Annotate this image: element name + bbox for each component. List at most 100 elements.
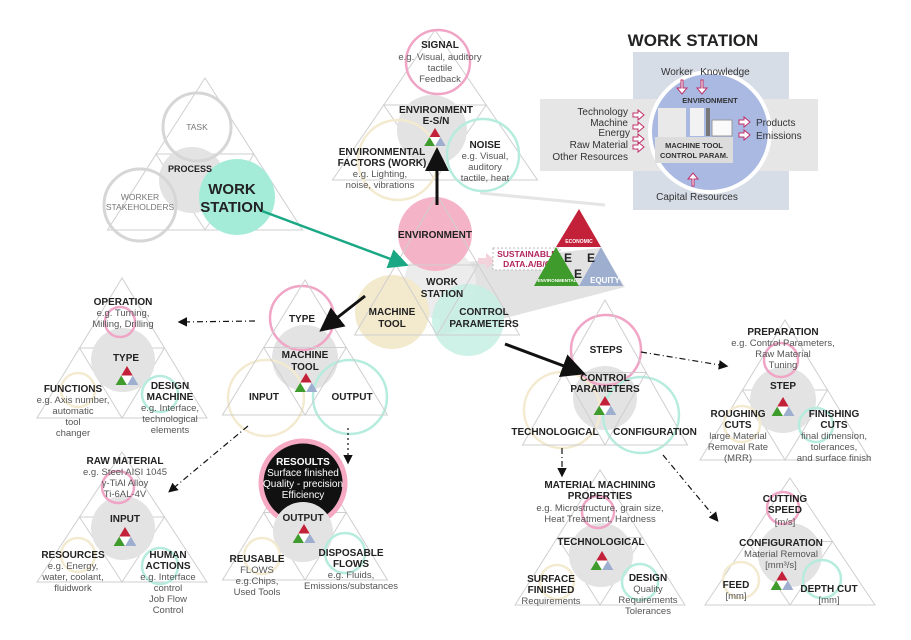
reusable-label: REUSABLE bbox=[229, 554, 284, 565]
control-panel-icon bbox=[690, 108, 704, 136]
arrow-right-icons bbox=[632, 108, 645, 154]
environmental-segment bbox=[534, 247, 579, 286]
resources-desc: fluidwork bbox=[54, 583, 92, 594]
roughing-cuts-label: CUTS bbox=[724, 420, 752, 431]
inset-input-machine: Machine bbox=[590, 118, 628, 129]
arrow-to-type bbox=[177, 317, 256, 327]
process-module: TASK PROCESS WORKER STAKEHOLDERS WORK ST… bbox=[102, 77, 304, 243]
economic-label: ECONOMIC bbox=[565, 239, 593, 245]
surface-finished-desc: Requirements bbox=[521, 596, 580, 607]
results-desc: Efficiency bbox=[282, 490, 325, 501]
technological-center-label: TECHNOLOGICAL bbox=[557, 537, 644, 548]
equity-segment bbox=[579, 247, 623, 286]
human-actions-label: ACTIONS bbox=[146, 561, 191, 572]
arrow-core-to-machine-tool bbox=[319, 294, 366, 332]
raw-material-desc: γ-TiAl Alloy bbox=[102, 478, 149, 489]
configuration-unit: [mm³/s] bbox=[765, 560, 797, 571]
arrow-down-icon bbox=[675, 79, 689, 95]
monitor-icon bbox=[711, 119, 733, 137]
type-module: OPERATION e.g. Turning, Milling, Drillin… bbox=[36, 277, 208, 439]
finishing-cuts-label: CUTS bbox=[820, 420, 848, 431]
disposable-label: FLOWS bbox=[333, 559, 369, 570]
feed-label: FEED bbox=[723, 580, 750, 591]
environment-label: ENVIRONMENT bbox=[398, 230, 472, 241]
raw-material-label: RAW MATERIAL bbox=[86, 456, 163, 467]
design-label: DESIGN bbox=[629, 573, 667, 584]
env-factors-label: FACTORS (WORK) bbox=[338, 158, 427, 169]
step-center-label: STEP bbox=[770, 381, 796, 392]
signal-desc: tactile bbox=[428, 63, 453, 74]
cutting-speed-label: SPEED bbox=[768, 505, 802, 516]
operation-label: OPERATION bbox=[94, 297, 153, 308]
core-workstation-label: WORK bbox=[426, 277, 458, 288]
control-parameters-module: STEPS CONTROL PARAMETERS TECHNOLOGICAL C… bbox=[511, 298, 697, 455]
sustainable-label: DATA.A/B/C bbox=[503, 259, 551, 269]
finishing-desc: and surface finish bbox=[797, 453, 871, 464]
sustainable-label: SUSTAINABLE bbox=[497, 249, 557, 259]
human-actions-label: HUMAN bbox=[149, 550, 186, 561]
input-label: INPUT bbox=[249, 392, 279, 403]
results-desc: Surface finished bbox=[267, 468, 339, 479]
control-center-label: CONTROL bbox=[580, 373, 629, 384]
material-machining-label: PROPERTIES bbox=[568, 491, 633, 502]
reusable-desc: FLOWS bbox=[240, 565, 274, 576]
arrow-to-input bbox=[168, 425, 249, 493]
finishing-desc: tolerances, bbox=[811, 442, 857, 453]
functions-desc: automatic bbox=[52, 406, 93, 417]
finishing-desc: final dimension, bbox=[801, 431, 867, 442]
arrow-down-icon bbox=[695, 79, 709, 95]
operation-desc: Milling, Drilling bbox=[92, 319, 153, 330]
depth-cut-unit: [mm] bbox=[818, 595, 839, 606]
env-factors-desc: noise, vibrations bbox=[346, 180, 415, 191]
signal-label: SIGNAL bbox=[421, 40, 459, 51]
technological-label: TECHNOLOGICAL bbox=[511, 427, 598, 438]
functions-label: FUNCTIONS bbox=[44, 384, 103, 395]
results-desc: Quality - precision bbox=[263, 479, 343, 490]
design-desc: e.g. Interface, bbox=[141, 403, 199, 414]
machine-tool-center-label: MACHINE bbox=[282, 350, 329, 361]
inset-capital: Capital Resources bbox=[656, 192, 738, 203]
preparation-desc: e.g. Control Parameters, bbox=[731, 338, 835, 349]
roughing-cuts-label: ROUGHING bbox=[711, 409, 766, 420]
configuration-label: CONFIGURATION bbox=[613, 427, 697, 438]
resources-label: RESOURCES bbox=[41, 550, 105, 561]
arrow-right-icons bbox=[738, 115, 751, 142]
preparation-label: PREPARATION bbox=[747, 327, 818, 338]
design-desc: Quality bbox=[633, 584, 663, 595]
step-module: PREPARATION e.g. Control Parameters, Raw… bbox=[699, 319, 871, 464]
task-label: TASK bbox=[186, 122, 208, 132]
design-desc: elements bbox=[151, 425, 190, 436]
inset-title: WORK STATION bbox=[628, 31, 759, 50]
preparation-desc: Tuning bbox=[769, 360, 798, 371]
core-module: ENVIRONMENT WORK STATION MACHINE TOOL CO… bbox=[353, 194, 521, 356]
env-factors-desc: e.g. Lighting, bbox=[353, 169, 407, 180]
arrow-to-step bbox=[640, 351, 729, 370]
configuration-center-label: CONFIGURATION bbox=[739, 538, 823, 549]
core-workstation-label: STATION bbox=[421, 289, 463, 300]
machine-base bbox=[655, 137, 733, 163]
material-machining-label: MATERIAL MACHINING bbox=[544, 480, 656, 491]
inset-machine-tool: MACHINE TOOL bbox=[665, 141, 723, 150]
machine-icon bbox=[658, 108, 686, 138]
design-machine-label: DESIGN bbox=[151, 381, 189, 392]
type-label: TYPE bbox=[289, 314, 315, 325]
surface-finished-label: FINISHED bbox=[528, 585, 575, 596]
workstation-inset: WORK STATION Worker Knowledge ENVIRONMEN… bbox=[540, 31, 818, 210]
core-machine-tool-label: TOOL bbox=[378, 319, 406, 330]
resources-desc: e.g. Energy, bbox=[48, 561, 99, 572]
input-center-label: INPUT bbox=[110, 514, 140, 525]
raw-material-desc: e.g. Steel AISI 1045 bbox=[83, 467, 167, 478]
operation-desc: e.g. Turning, bbox=[97, 308, 150, 319]
human-actions-desc: e.g. Interface bbox=[140, 572, 195, 583]
disposable-desc: e.g. Fluids, bbox=[328, 570, 374, 581]
design-desc: Tolerances bbox=[625, 606, 671, 617]
finishing-cuts-label: FINISHING bbox=[809, 409, 860, 420]
roughing-desc: Removal Rate bbox=[708, 442, 768, 453]
core-machine-tool-label: MACHINE bbox=[369, 307, 416, 318]
steps-label: STEPS bbox=[590, 345, 623, 356]
material-machining-desc: Heat Treatment, Hardness bbox=[544, 514, 656, 525]
type-center-label: TYPE bbox=[113, 353, 139, 364]
configuration-desc: Material Removal bbox=[744, 549, 818, 560]
results-label: RESOULTS bbox=[276, 457, 330, 468]
environment-module: SIGNAL e.g. Visual, auditory tactile Fee… bbox=[331, 28, 539, 202]
